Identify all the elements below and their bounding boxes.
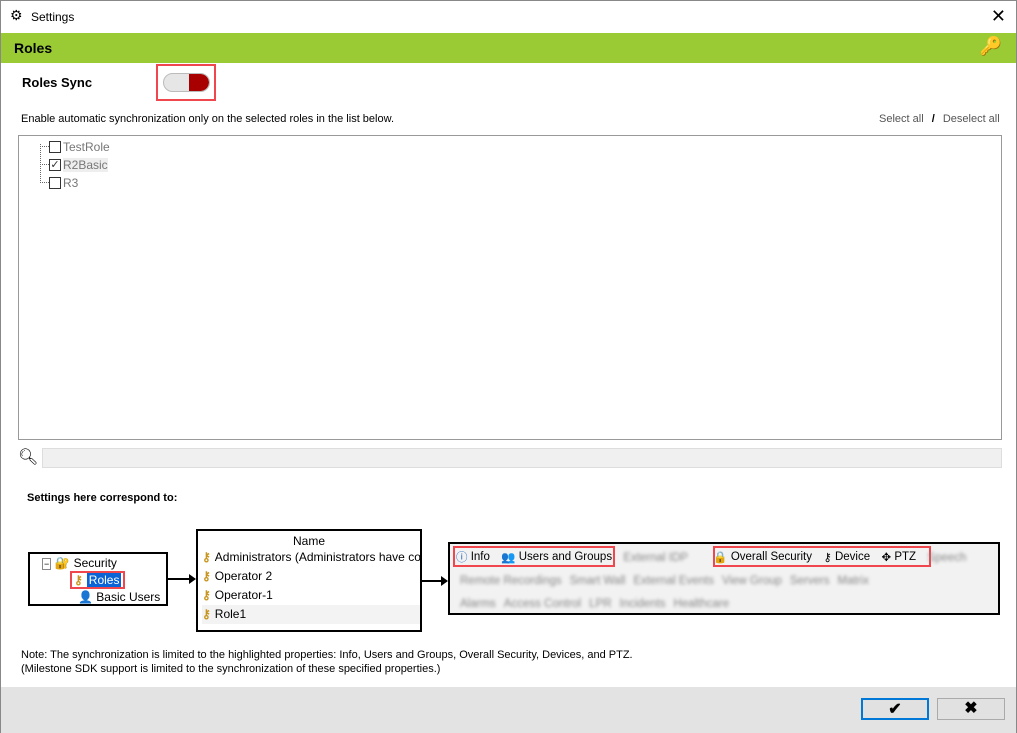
toggle-highlight bbox=[156, 64, 216, 101]
roles-sync-toggle[interactable] bbox=[163, 73, 210, 92]
gears-icon: ⚙ bbox=[10, 7, 23, 23]
checkbox-checked[interactable]: ✓ bbox=[49, 158, 61, 171]
table-illustration: Name ⚷Administrators (Administrators hav… bbox=[196, 529, 422, 632]
cancel-button[interactable]: ✖ bbox=[937, 698, 1005, 720]
note: (Milestone SDK support is limited to the… bbox=[21, 663, 441, 675]
separator: / bbox=[931, 113, 935, 125]
checkbox[interactable] bbox=[49, 140, 61, 153]
deselect-all-link[interactable]: Deselect all bbox=[942, 113, 1000, 125]
search-icon: 🔍︎ bbox=[18, 449, 39, 466]
role-item[interactable]: TestRole bbox=[49, 138, 110, 155]
close-button[interactable]: ✕ bbox=[990, 6, 1006, 26]
window-title: Settings bbox=[31, 10, 75, 24]
note: Note: The synchronization is limited to … bbox=[21, 649, 633, 661]
footer: ✔ ✖ bbox=[1, 687, 1016, 733]
tabs-illustration: ⓘ Info 👥 Users and Groups External IDP 🔒… bbox=[448, 542, 1000, 615]
section-title: Roles bbox=[14, 40, 53, 56]
section-header: Roles 🔑 bbox=[1, 33, 1016, 63]
roles-list[interactable]: TestRole ✓R2Basic R3 bbox=[18, 135, 1002, 440]
select-all-link[interactable]: Select all bbox=[879, 113, 924, 125]
title-bar: ⚙ Settings ✕ bbox=[1, 1, 1016, 33]
role-item[interactable]: R3 bbox=[49, 174, 78, 191]
keys-icon: 🔑 bbox=[979, 36, 1002, 56]
tree-illustration: − 🔐Security ⚷Roles 👤 Basic Users bbox=[28, 552, 168, 606]
arrow bbox=[422, 576, 448, 586]
role-item[interactable]: ✓R2Basic bbox=[49, 157, 108, 172]
checkbox[interactable] bbox=[49, 176, 61, 189]
roles-sync-label: Roles Sync bbox=[22, 75, 93, 90]
arrow bbox=[168, 574, 196, 584]
ok-button[interactable]: ✔ bbox=[861, 698, 929, 720]
corresponds-label: Settings here correspond to: bbox=[27, 492, 178, 504]
search-input[interactable] bbox=[42, 448, 1002, 468]
description: Enable automatic synchronization only on… bbox=[21, 113, 394, 125]
